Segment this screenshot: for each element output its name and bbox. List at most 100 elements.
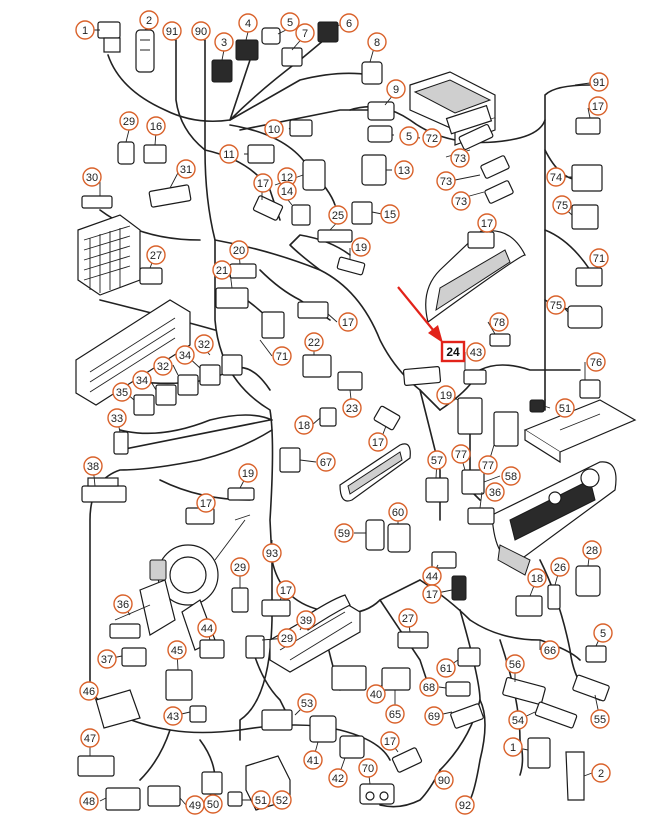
callout-circle [167, 640, 187, 660]
callout-32: 32 [194, 334, 214, 354]
connector-part-17b [297, 301, 329, 319]
callout-39: 39 [296, 610, 316, 630]
callout-circle [366, 684, 386, 704]
callout-number: 90 [195, 26, 207, 38]
callout-circle [527, 568, 547, 588]
callout-number: 2 [146, 15, 152, 27]
callout-number: 93 [266, 548, 278, 560]
connector-part-5b [367, 125, 393, 143]
callout-circle [197, 618, 217, 638]
callout-31: 31 [176, 159, 196, 179]
callout-circle [82, 167, 102, 187]
callout-circle [107, 408, 127, 428]
connector-part-49 [147, 785, 181, 807]
callout-55: 55 [590, 709, 610, 729]
connector-part-18b [515, 595, 543, 617]
callout-number: 6 [346, 18, 352, 30]
callout-circle [339, 13, 359, 33]
callout-29: 29 [230, 557, 250, 577]
connector-part-17f [575, 117, 601, 135]
callout-circle [238, 463, 258, 483]
callout-number: 13 [398, 165, 410, 177]
callout-circle [146, 116, 166, 136]
callout-36: 36 [485, 482, 505, 502]
callout-number: 71 [276, 351, 288, 363]
callout-12: 12 [277, 167, 297, 187]
callout-circle [591, 763, 611, 783]
connector-part-19c [457, 397, 483, 435]
callout-46: 46 [79, 681, 99, 701]
callout-circle [422, 128, 442, 148]
callout-73: 73 [450, 148, 470, 168]
callout-number: 9 [393, 84, 399, 96]
callout-number: 23 [346, 403, 358, 415]
connector-part-5 [261, 27, 281, 45]
callout-32: 32 [153, 356, 173, 376]
callout-90: 90 [434, 770, 454, 790]
components [75, 21, 637, 811]
callout-22: 22 [304, 332, 324, 352]
connector-part-56 [502, 676, 546, 706]
callout-number: 5 [600, 628, 606, 640]
callout-number: 32 [198, 339, 210, 351]
callout-number: 3 [221, 37, 227, 49]
callout-number: 74 [550, 172, 562, 184]
callout-number: 37 [101, 654, 113, 666]
callout-number: 44 [426, 571, 438, 583]
callout-circle [75, 20, 95, 40]
callout-65: 65 [385, 704, 405, 724]
connector-part-45 [165, 669, 193, 701]
callout-10: 10 [264, 119, 284, 139]
module-31 [148, 184, 192, 208]
connector-part-27b [397, 631, 429, 649]
callout-circle [455, 795, 475, 815]
callout-circle [79, 791, 99, 811]
red-arrow-icon [397, 286, 439, 337]
callout-number: 19 [355, 242, 367, 254]
callout-number: 17 [481, 218, 493, 230]
callout-number: 72 [426, 133, 438, 145]
callout-circle [450, 148, 470, 168]
highlight-box [440, 340, 466, 363]
callout-number: 7 [302, 28, 308, 40]
callout-number: 42 [332, 773, 344, 785]
callout-11: 11 [219, 144, 239, 164]
display-panel [523, 399, 637, 464]
callout-number: 1 [510, 742, 516, 754]
callout-34: 34 [132, 370, 152, 390]
red-arrow-head-icon [428, 325, 443, 343]
callout-circle [386, 79, 406, 99]
callout-number: 58 [505, 471, 517, 483]
callout-number: 16 [150, 121, 162, 133]
connector-part-29a [117, 141, 135, 165]
callout-number: 14 [281, 186, 293, 198]
callout-circle [550, 557, 570, 577]
connector-part-50 [201, 771, 223, 795]
callout-38: 38 [83, 456, 103, 476]
callout-circle [368, 432, 388, 452]
callout-circle [503, 737, 523, 757]
callout-circle [176, 159, 196, 179]
callout-number: 41 [307, 755, 319, 767]
callout-number: 17 [342, 317, 354, 329]
connector-part-17i [261, 599, 291, 617]
callout-number: 56 [509, 659, 521, 671]
callout-circle [253, 173, 273, 193]
callout-number: 66 [544, 645, 556, 657]
callout-68: 68 [419, 677, 439, 697]
highlight-label: 24 [446, 345, 460, 359]
callout-circle [555, 398, 575, 418]
connector-part-17d [373, 405, 401, 431]
callout-circle [280, 12, 300, 32]
callout-number: 90 [438, 775, 450, 787]
callout-number: 29 [234, 562, 246, 574]
connector-part-19d [227, 487, 255, 501]
callout-17: 17 [276, 580, 296, 600]
connector-part-9 [367, 101, 395, 121]
connector-part-10 [289, 119, 313, 137]
connector-part-46 [95, 689, 141, 729]
connector-part-17j [391, 747, 423, 773]
callout-number: 47 [84, 733, 96, 745]
callout-number: 11 [223, 149, 234, 161]
callout-47: 47 [80, 728, 100, 748]
